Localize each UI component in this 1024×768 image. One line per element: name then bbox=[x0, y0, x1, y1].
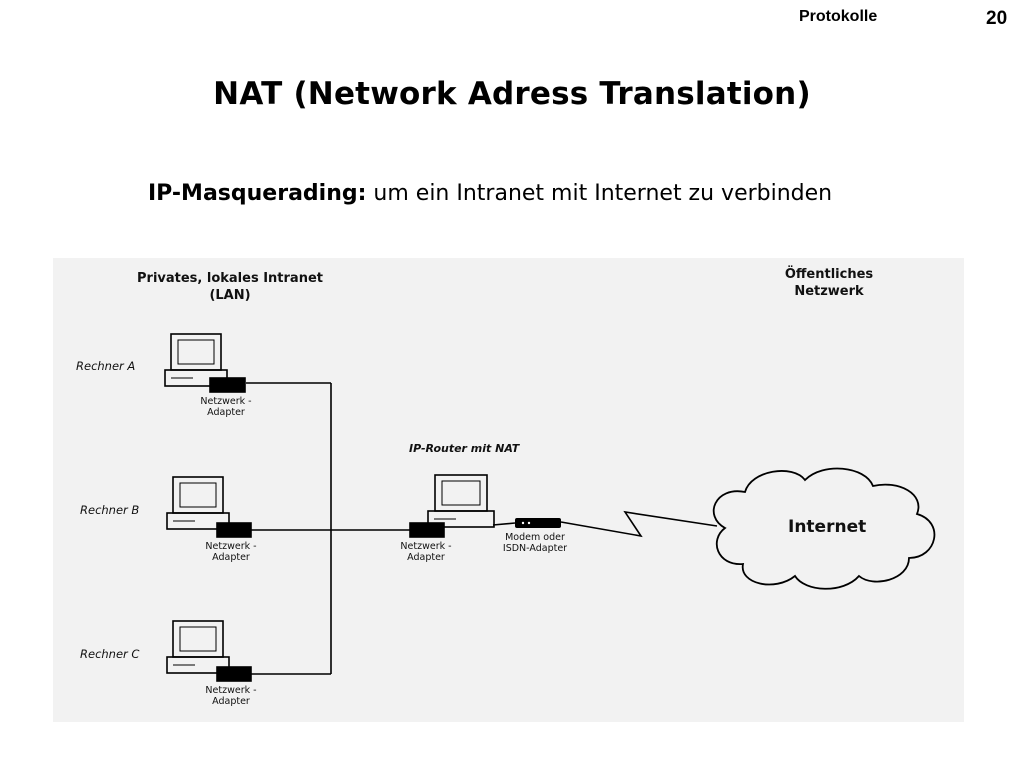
network-diagram: Privates, lokales Intranet (LAN) Öffentl… bbox=[53, 258, 964, 722]
public-network-heading: Öffentliches Netzwerk bbox=[784, 267, 874, 299]
computer-c-label: Rechner C bbox=[80, 647, 140, 661]
computer-c-icon bbox=[166, 620, 252, 682]
computer-a-icon bbox=[164, 333, 246, 393]
section-label: Protokolle bbox=[799, 8, 878, 25]
modem-icon bbox=[515, 518, 561, 528]
diagram-graphics bbox=[164, 333, 936, 682]
internet-label: Internet bbox=[788, 517, 867, 537]
cable-router-modem bbox=[492, 522, 516, 526]
slide-title: NAT (Network Adress Translation) bbox=[213, 76, 811, 112]
router-adapter-label: Netzwerk -Adapter bbox=[400, 541, 452, 563]
computer-b-icon bbox=[166, 476, 252, 538]
subtitle-lead: IP-Masquerading: bbox=[148, 181, 367, 206]
computer-a-label: Rechner A bbox=[76, 359, 136, 373]
subtitle-text: um ein Intranet mit Internet zu verbinde… bbox=[366, 181, 833, 206]
computer-b-adapter-label: Netzwerk -Adapter bbox=[205, 541, 257, 563]
router-computer-icon bbox=[409, 474, 495, 538]
modem-label: Modem oder ISDN-Adapter bbox=[502, 532, 568, 554]
wan-link bbox=[560, 510, 718, 538]
computer-c-adapter-label: Netzwerk -Adapter bbox=[205, 685, 257, 707]
computer-a-adapter-label: Netzwerk -Adapter bbox=[200, 396, 252, 418]
router-label: IP-Router mit NAT bbox=[409, 442, 520, 455]
computer-b-label: Rechner B bbox=[80, 503, 140, 517]
subtitle: IP-Masquerading: um ein Intranet mit Int… bbox=[148, 177, 928, 211]
lan-heading: Privates, lokales Intranet (LAN) bbox=[137, 271, 323, 303]
page-number: 20 bbox=[986, 8, 1008, 29]
internet-cloud-icon bbox=[712, 467, 936, 590]
